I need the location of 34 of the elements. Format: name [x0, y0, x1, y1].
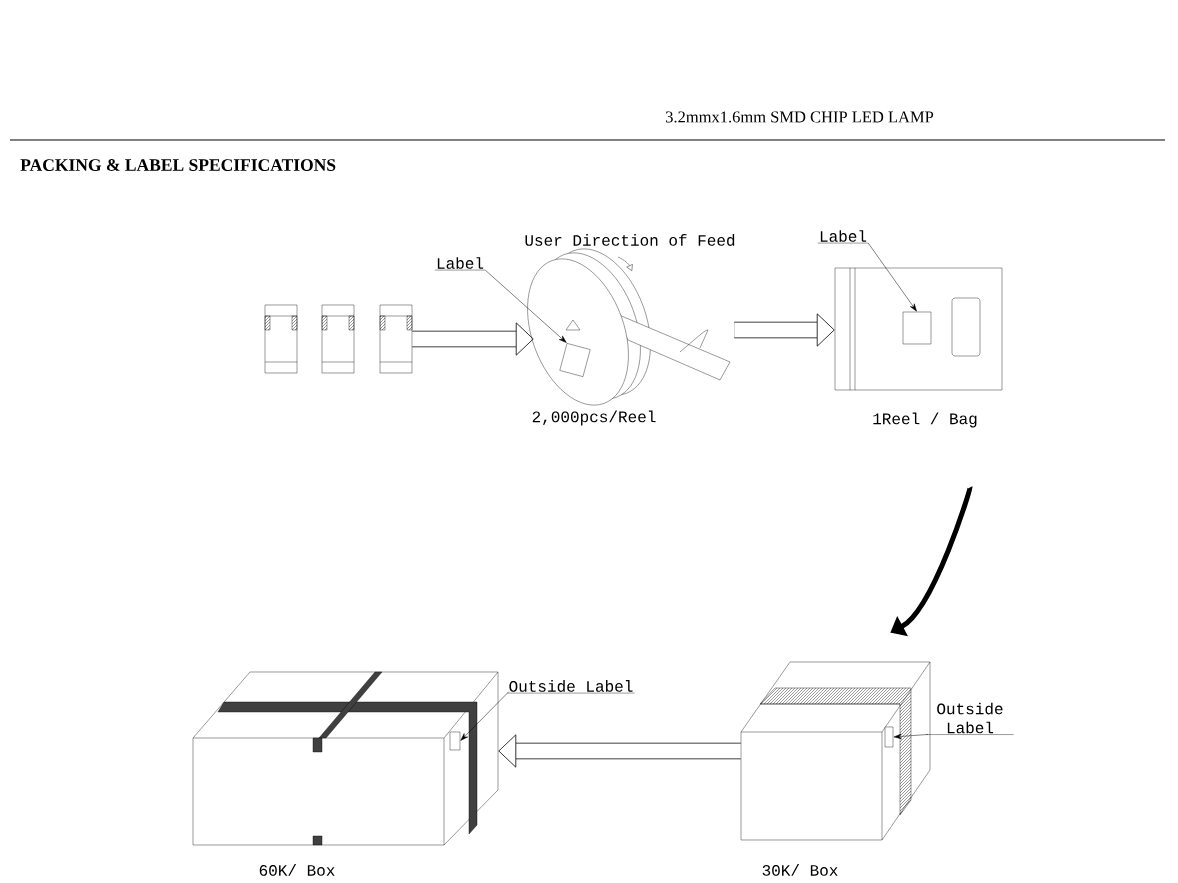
led-chips-drawing — [264, 304, 298, 374]
led-chips-drawing — [406, 315, 413, 331]
callout-text: Outside Label — [507, 680, 635, 694]
leader-line — [460, 691, 510, 741]
title: PACKING & LABEL SPECIFICATIONS — [20, 159, 336, 171]
carton-drawing — [759, 687, 912, 816]
led-chips-drawing — [321, 315, 328, 331]
leader-line — [893, 733, 929, 740]
bag-drawing — [834, 267, 1003, 391]
leader-line — [867, 242, 917, 312]
quantity-caption: 60K/ Box — [259, 864, 335, 876]
leader-line — [484, 269, 567, 343]
carton-drawing — [740, 661, 931, 841]
callout-text: Outside Label — [926, 702, 1014, 735]
product-description: 3.2mmx1.6mm SMD CHIP LED LAMP — [666, 111, 934, 123]
led-chips-drawing — [379, 315, 386, 331]
quantity-caption: 1Reel / Bag — [873, 412, 977, 428]
block-arrow — [498, 734, 741, 768]
label-sticker — [449, 731, 461, 751]
led-chips-drawing — [348, 304, 413, 374]
reel-drawing — [527, 248, 731, 406]
feed-direction-text: User Direction of Feed — [525, 234, 735, 246]
callout-text: Label — [434, 257, 486, 271]
callout-text: Label — [817, 230, 869, 244]
led-chips-drawing — [291, 304, 355, 374]
quantity-caption: 2,000pcs/Reel — [532, 410, 656, 426]
block-arrow — [734, 313, 835, 347]
block-arrow — [412, 322, 534, 356]
carton-drawing — [192, 671, 499, 846]
label-sticker — [884, 726, 894, 748]
quantity-caption: 30K/ Box — [762, 864, 838, 876]
led-chips-drawing — [264, 315, 271, 331]
label-sticker — [559, 343, 591, 377]
label-sticker — [902, 311, 932, 345]
